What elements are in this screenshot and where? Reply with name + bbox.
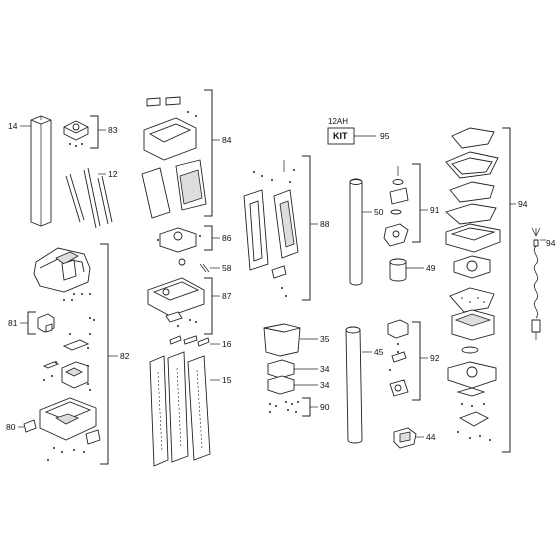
callout-94-stack: 94 xyxy=(518,199,528,209)
part-94-stack xyxy=(445,127,501,441)
callout-88: 88 xyxy=(320,219,330,229)
part-81-block xyxy=(37,313,55,333)
part-34-caps xyxy=(267,359,295,395)
callout-87: 87 xyxy=(222,291,232,301)
part-44-clip xyxy=(393,427,417,449)
callout-44: 44 xyxy=(426,432,436,442)
part-58-spring xyxy=(199,263,210,273)
callout-12: 12 xyxy=(108,169,118,179)
part-87-assembly xyxy=(147,277,205,327)
callout-58: 58 xyxy=(222,263,232,273)
part-49-cylinder xyxy=(389,258,407,282)
callout-34b: 34 xyxy=(320,380,330,390)
part-80-base xyxy=(23,397,101,445)
callout-80: 80 xyxy=(6,422,16,432)
callout-83: 83 xyxy=(108,125,118,135)
callout-35: 35 xyxy=(320,334,330,344)
part-main-housing xyxy=(33,247,91,293)
screws-group-82 xyxy=(43,293,95,461)
kit-capacity-label: 12AH xyxy=(328,117,348,126)
callout-16: 16 xyxy=(222,339,232,349)
part-84-frame xyxy=(141,111,207,219)
callout-81: 81 xyxy=(8,318,18,328)
callout-94-cable: 94 xyxy=(546,238,556,248)
part-50-tube xyxy=(349,178,363,286)
part-90-screws xyxy=(269,401,299,413)
callout-49: 49 xyxy=(426,263,436,273)
part-88-frame xyxy=(243,160,299,297)
part-92-group xyxy=(387,319,409,397)
part-small-plates xyxy=(146,96,181,107)
callout-84: 84 xyxy=(222,135,232,145)
part-45-tube xyxy=(345,326,363,444)
callout-86: 86 xyxy=(222,233,232,243)
callout-95: 95 xyxy=(380,131,390,141)
part-12-rods xyxy=(65,167,113,229)
part-16-pins xyxy=(169,335,210,347)
callout-91: 91 xyxy=(430,205,440,215)
callout-14: 14 xyxy=(8,121,18,131)
callout-82: 82 xyxy=(120,351,130,361)
part-83-cap xyxy=(63,120,89,147)
callout-45: 45 xyxy=(374,347,384,357)
callout-92: 92 xyxy=(430,353,440,363)
part-86-assembly xyxy=(157,227,201,266)
callout-90: 90 xyxy=(320,402,330,412)
part-35-cup xyxy=(263,323,301,357)
part-circuit-boards xyxy=(42,339,90,389)
kit-label: KIT xyxy=(333,131,348,141)
callout-15: 15 xyxy=(222,375,232,385)
part-91-group xyxy=(383,166,409,247)
callout-50: 50 xyxy=(374,207,384,217)
part-15-channels xyxy=(149,351,211,467)
part-94-cable xyxy=(531,227,541,340)
callout-34a: 34 xyxy=(320,364,330,374)
part-14-tube xyxy=(30,115,52,227)
